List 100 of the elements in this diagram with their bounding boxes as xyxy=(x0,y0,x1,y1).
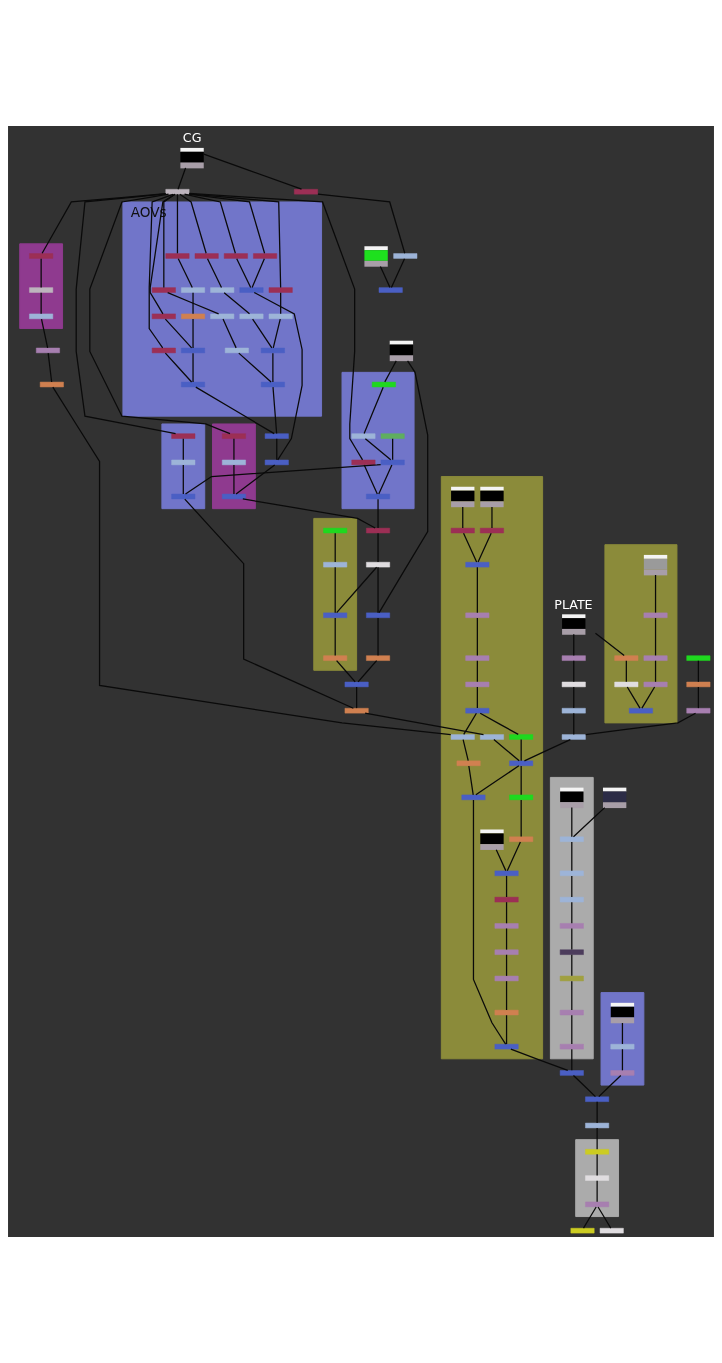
connector xyxy=(334,532,336,563)
node-bar xyxy=(260,347,285,354)
connector xyxy=(364,438,392,461)
connector xyxy=(697,660,700,683)
node-bar xyxy=(268,287,293,293)
connector xyxy=(475,765,520,796)
node-bar xyxy=(494,975,519,982)
node-bar xyxy=(561,681,586,688)
node-bar xyxy=(450,734,475,740)
connector xyxy=(272,318,281,349)
connector xyxy=(596,1180,598,1203)
connector xyxy=(41,193,167,254)
node-bar xyxy=(643,655,668,661)
node-bar xyxy=(29,253,54,259)
connector xyxy=(697,686,700,709)
connector xyxy=(188,193,266,254)
connector xyxy=(476,686,478,709)
node-bar xyxy=(351,459,376,466)
node-bar xyxy=(239,313,264,320)
node-bar xyxy=(494,1009,519,1016)
connector xyxy=(598,1074,622,1098)
cluster xyxy=(313,517,358,671)
node-bar xyxy=(494,870,519,876)
connector xyxy=(468,765,474,796)
connector xyxy=(242,498,376,529)
node-bar xyxy=(36,347,60,354)
node-bar xyxy=(559,1043,584,1050)
node-bar xyxy=(494,949,519,955)
connector xyxy=(505,927,508,951)
node-bar xyxy=(366,527,390,534)
connector xyxy=(280,292,282,315)
connector xyxy=(179,193,207,254)
connector xyxy=(40,258,42,289)
node-bar xyxy=(585,1096,610,1102)
node-bar xyxy=(181,313,205,320)
connector xyxy=(47,352,53,383)
node-bar xyxy=(643,681,668,688)
connector xyxy=(571,1014,573,1045)
node-bar xyxy=(614,681,639,688)
node-bar xyxy=(366,612,390,618)
node-bar xyxy=(380,459,405,466)
connector xyxy=(40,292,42,315)
node-bar xyxy=(561,655,586,661)
connector xyxy=(510,1048,569,1072)
connector xyxy=(505,901,508,924)
node-bar xyxy=(393,253,418,259)
connector xyxy=(571,901,573,924)
connector xyxy=(392,438,394,461)
node-bar xyxy=(480,734,504,740)
node-bar xyxy=(494,923,519,929)
node-bar xyxy=(165,189,190,195)
connector xyxy=(379,265,391,288)
node-bar xyxy=(465,681,490,688)
connector xyxy=(206,258,223,289)
node-bar xyxy=(494,1043,519,1050)
node-bar xyxy=(509,734,534,740)
connector xyxy=(523,738,571,762)
connector xyxy=(378,360,429,614)
node-bar xyxy=(509,794,534,801)
node-bar xyxy=(585,1175,610,1181)
node-bar xyxy=(599,1228,624,1234)
connector xyxy=(596,1153,598,1177)
node-bar xyxy=(610,1070,635,1076)
node-bar xyxy=(371,381,396,388)
connector xyxy=(192,352,194,383)
node-bar xyxy=(222,433,246,439)
connector xyxy=(357,660,378,683)
connector xyxy=(390,258,406,289)
node-bar xyxy=(351,433,376,439)
connector xyxy=(573,712,575,736)
connector xyxy=(571,806,573,838)
connector xyxy=(272,352,274,383)
node-bar xyxy=(686,655,711,661)
node-bar xyxy=(456,760,481,766)
node-bar xyxy=(29,313,54,320)
connector xyxy=(493,738,520,762)
node-bar xyxy=(344,708,369,714)
connector xyxy=(505,1014,508,1045)
connector xyxy=(573,633,575,657)
connector xyxy=(176,193,179,254)
connector xyxy=(463,712,478,736)
connector xyxy=(520,765,522,796)
connector xyxy=(184,498,354,709)
node-bar xyxy=(323,527,348,534)
connector xyxy=(177,258,193,289)
node-bar xyxy=(686,681,711,688)
node-bar xyxy=(465,561,490,568)
connector xyxy=(462,532,478,563)
node-bar xyxy=(570,1228,595,1234)
connector xyxy=(572,1074,597,1098)
node-bar xyxy=(222,493,246,500)
connector xyxy=(188,192,364,461)
connector xyxy=(89,193,231,435)
node-bar xyxy=(29,287,54,293)
connector xyxy=(195,386,275,435)
cluster xyxy=(161,423,206,510)
connector xyxy=(253,291,303,461)
node-bar xyxy=(268,313,293,320)
connector xyxy=(585,712,697,736)
connector xyxy=(505,954,508,977)
